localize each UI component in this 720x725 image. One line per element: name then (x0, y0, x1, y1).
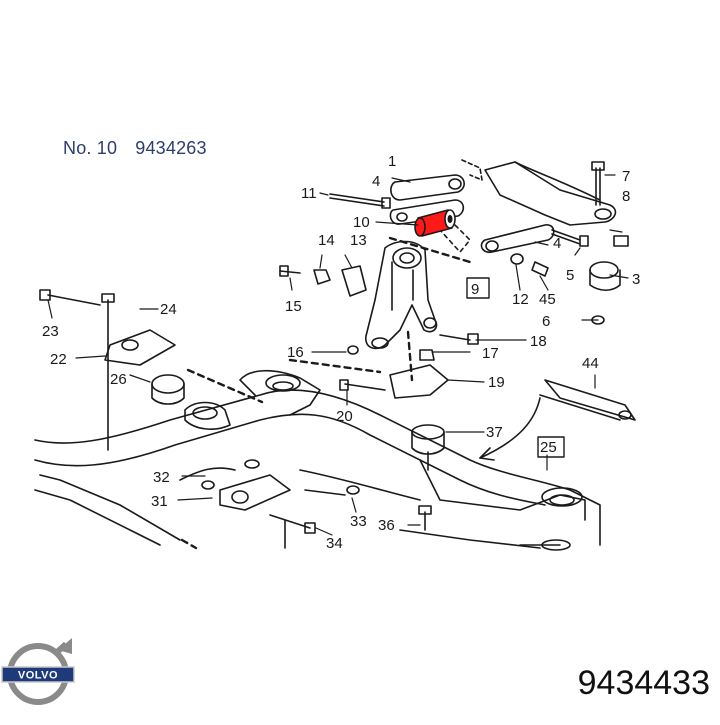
highlighted-bushing-part-10 (414, 209, 456, 237)
callout-16: 16 (287, 344, 304, 361)
callout-34: 34 (326, 535, 343, 552)
callout-44: 44 (582, 355, 599, 372)
label-boxes (466, 277, 565, 458)
callout-12: 12 (512, 291, 529, 308)
callout-18: 17 (482, 345, 499, 362)
callout-17: 18 (530, 333, 547, 350)
engine-torque-rod-bracket (365, 240, 438, 350)
callout-19: 19 (488, 374, 505, 391)
dashed-reference-lines (180, 236, 472, 550)
callout-32: 32 (153, 469, 170, 486)
callout-33: 33 (350, 513, 367, 530)
callout-20: 20 (336, 408, 353, 425)
callout-22: 22 (50, 351, 67, 368)
leader-lines (47, 174, 629, 536)
callout-4-upper: 4 (372, 173, 380, 190)
arrow-44-to-subframe (479, 397, 541, 461)
callout-13: 13 (350, 232, 367, 249)
volvo-logo-text: VOLVO (18, 670, 58, 682)
callout-9: 9 (471, 281, 479, 298)
subframe (34, 369, 601, 551)
caption-number-label: No. 10 (63, 138, 118, 158)
callout-11: 11 (301, 185, 317, 202)
callout-1: 1 (388, 153, 396, 170)
callout-37: 37 (486, 424, 503, 441)
callout-25: 25 (540, 439, 557, 456)
callout-4-lower: 4 (553, 235, 561, 252)
callout-31: 31 (151, 493, 168, 510)
caption-reference: 9434263 (135, 138, 207, 158)
callout-7: 7 (622, 168, 630, 185)
callout-45: 45 (539, 291, 556, 308)
callout-24: 24 (160, 301, 177, 318)
callout-36: 36 (378, 517, 395, 534)
callout-3: 3 (632, 271, 640, 288)
callout-labels: 7 8 4 1 11 10 14 13 4 5 3 9 15 12 45 6 1… (42, 153, 640, 552)
diagram-caption: No. 10 9434263 (63, 138, 225, 159)
callout-6: 6 (542, 313, 550, 330)
part-number: 9434433 (577, 664, 710, 702)
volvo-logo: VOLVO (1, 638, 75, 705)
callout-5: 5 (566, 267, 574, 284)
callout-8: 8 (622, 188, 630, 205)
callout-15: 15 (285, 298, 302, 315)
upper-link-assembly (389, 159, 617, 254)
callout-14: 14 (318, 232, 335, 249)
bolts-and-fasteners (39, 161, 636, 534)
callout-26: 26 (110, 371, 127, 388)
callout-23: 23 (42, 323, 59, 340)
callout-10: 10 (353, 214, 370, 231)
